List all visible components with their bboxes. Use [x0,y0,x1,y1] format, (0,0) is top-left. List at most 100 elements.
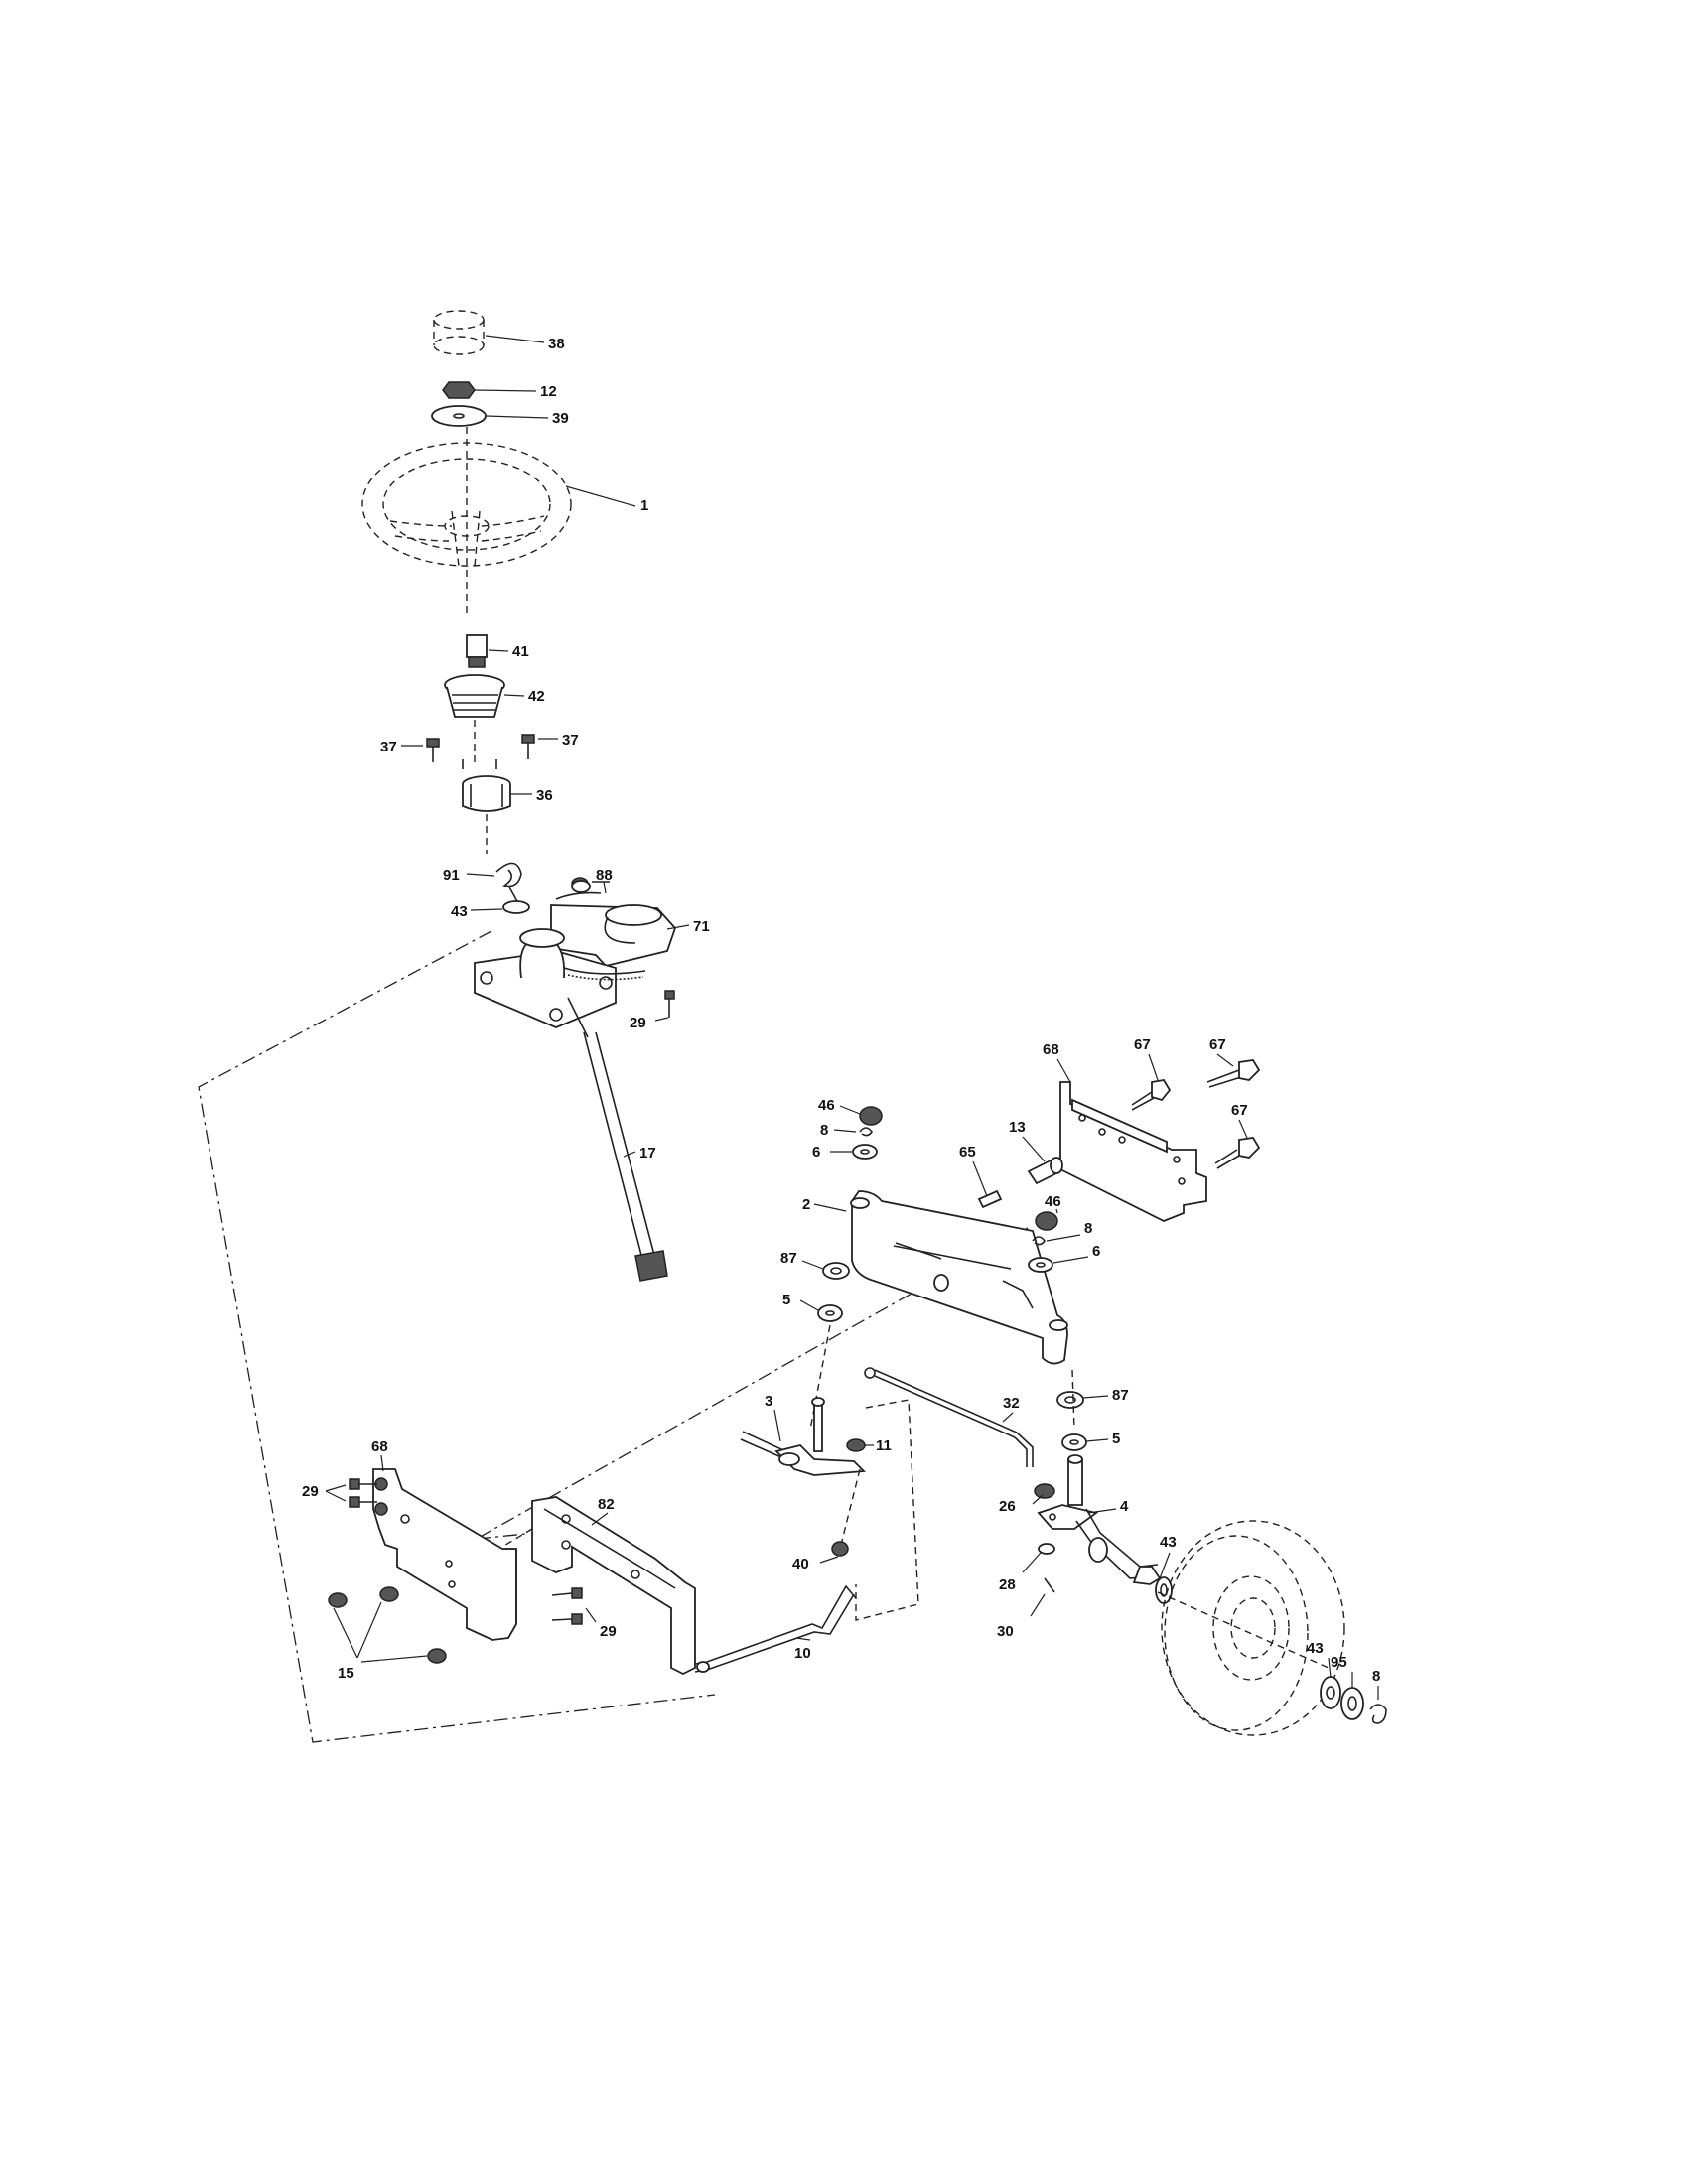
drag-link-32 [864,1367,1034,1467]
coupling-36 [462,759,511,812]
washer-95 [1340,1687,1364,1720]
nuts-15 [328,1586,447,1664]
drag-link-10 [694,1584,857,1673]
label-43-wheel: 43 [1307,1640,1324,1657]
label-12: 12 [540,383,557,400]
label-71: 71 [693,918,710,935]
label-2: 2 [802,1196,810,1213]
washer-5-b [1061,1433,1087,1451]
spacer-13 [1027,1157,1063,1185]
bolt-67-a [1131,1079,1172,1111]
label-5-b: 5 [1112,1431,1120,1447]
label-42: 42 [528,688,545,705]
cotter-30 [1044,1577,1055,1593]
label-87-a: 87 [780,1250,797,1267]
label-46-a: 46 [818,1097,835,1114]
washer-43-mid [1155,1576,1173,1604]
label-65: 65 [959,1144,976,1160]
assembly-outline [198,930,1029,1743]
label-67-c: 67 [1231,1102,1248,1119]
label-67-a: 67 [1134,1036,1151,1053]
label-30: 30 [997,1623,1014,1640]
clip-8-a [859,1127,873,1137]
front-axle-2 [850,1190,1068,1365]
label-4: 4 [1120,1498,1129,1515]
label-37-left: 37 [380,739,397,755]
washer-28 [1038,1543,1055,1555]
label-38: 38 [548,336,565,352]
clip-8-b [1032,1236,1046,1246]
cap-46-a [859,1106,883,1126]
screw-37-right [521,734,535,759]
label-88: 88 [596,867,613,884]
label-43-top: 43 [451,903,468,920]
clip-8-c [1369,1704,1387,1724]
adapter-41 [466,634,488,668]
label-8-b: 8 [1084,1220,1092,1237]
label-37-right: 37 [562,732,579,749]
label-40: 40 [792,1556,809,1572]
bolt-67-c [1214,1137,1261,1169]
frame-bracket-68-right [1059,1081,1207,1222]
label-95: 95 [1331,1654,1347,1671]
label-46-b: 46 [1045,1193,1061,1210]
label-5-a: 5 [782,1292,790,1308]
steering-shaft-17 [567,997,668,1282]
label-28: 28 [999,1576,1016,1593]
label-10: 10 [794,1645,811,1662]
bellows-42 [444,674,505,718]
link-bracket-outline [855,1399,919,1621]
label-17: 17 [639,1145,656,1161]
gear-plate [474,928,646,1028]
bolt-29-left [349,1478,377,1508]
label-41: 41 [512,643,529,660]
label-6-a: 6 [812,1144,820,1160]
bracket-82 [531,1496,696,1676]
label-82: 82 [598,1496,615,1513]
washer-5-a [817,1304,843,1322]
bolt-29-top [664,990,675,1018]
bolt-67-b [1206,1059,1261,1088]
label-29-top: 29 [630,1015,646,1031]
nut-26 [1034,1483,1055,1499]
steering-wheel-1 [361,427,572,615]
label-29-right: 29 [600,1623,617,1640]
label-36: 36 [536,787,553,804]
label-26: 26 [999,1498,1016,1515]
washer-39 [431,405,487,427]
label-39: 39 [552,410,569,427]
label-32: 32 [1003,1395,1020,1412]
pin-65 [977,1189,1003,1209]
cap-46-b [1035,1211,1058,1231]
bushing-87-a [822,1262,850,1280]
clip-91 [495,862,522,904]
gear-housing-71 [550,880,677,968]
label-29-left: 29 [302,1483,319,1500]
part-labels: 38 12 39 1 41 42 37 37 36 91 88 43 71 29… [302,336,1380,1685]
washer-6-b [1028,1257,1053,1273]
label-68-left: 68 [371,1438,388,1455]
label-3: 3 [765,1393,772,1410]
nut-11 [846,1438,866,1452]
label-11: 11 [876,1437,892,1454]
steering-arm-3 [740,1397,867,1476]
nut-40 [831,1541,849,1557]
label-68-right: 68 [1043,1041,1059,1058]
steering-cap-38 [433,310,485,355]
nut-12 [442,381,476,399]
label-67-b: 67 [1209,1036,1226,1053]
bushing-87-b [1056,1391,1084,1409]
frame-bracket-68-left [372,1468,517,1641]
label-15: 15 [338,1665,354,1682]
label-87-b: 87 [1112,1387,1129,1404]
bolt-29-right [551,1587,583,1625]
washer-43-wheel [1320,1676,1341,1709]
washer-43-top [502,900,530,914]
spindle-4 [1037,1454,1162,1585]
label-8-a: 8 [820,1122,828,1139]
screw-37-left [426,738,440,762]
label-1: 1 [640,497,648,514]
label-91: 91 [443,867,460,884]
label-6-b: 6 [1092,1243,1100,1260]
